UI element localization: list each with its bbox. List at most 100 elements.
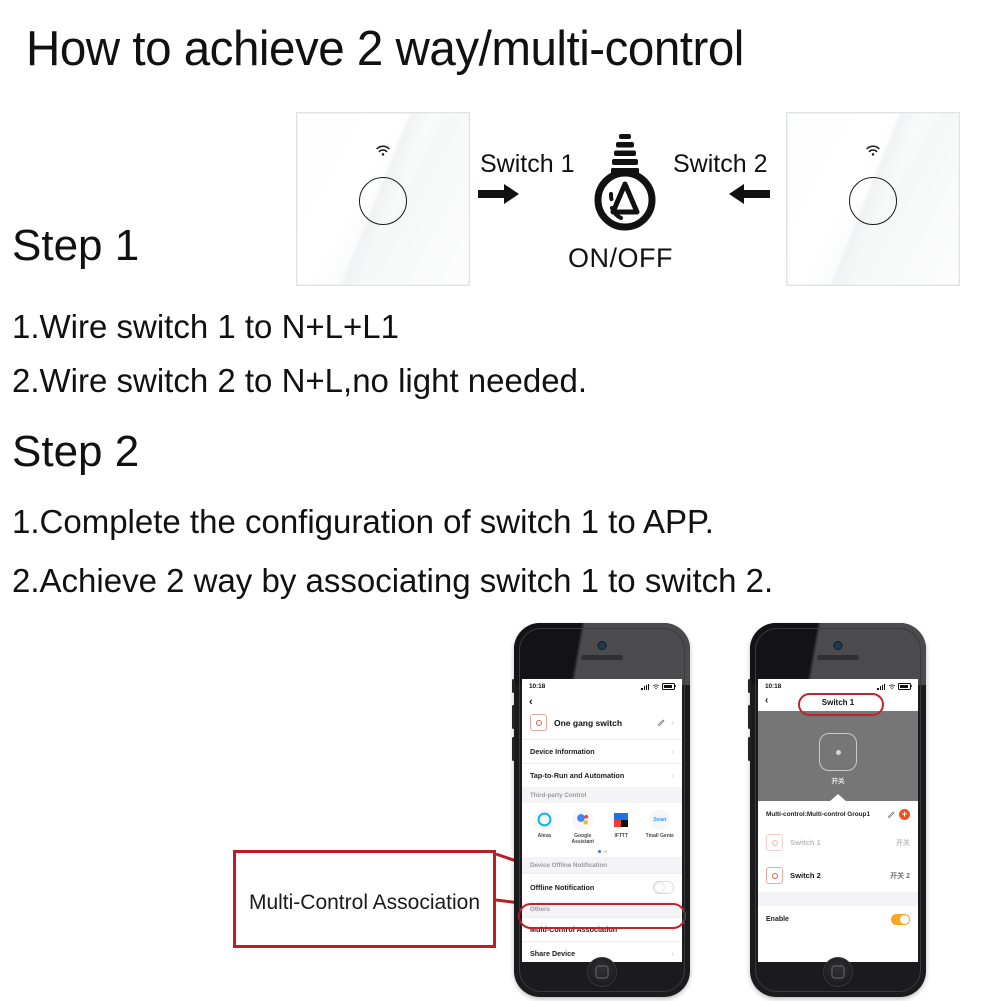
row-multi-control-association[interactable]: Multi-Control Association › <box>522 917 682 941</box>
row-share-device[interactable]: Share Device › <box>522 941 682 962</box>
row-tap-to-run-automation[interactable]: Tap-to-Run and Automation › <box>522 763 682 787</box>
phone-top-bezel <box>750 623 926 685</box>
pencil-icon[interactable] <box>887 810 895 819</box>
switch-device-icon <box>766 867 783 884</box>
third-party-label: Google Assistant <box>571 833 594 845</box>
third-party-grid: Alexa Google Assistant IFTTT Smar <box>522 803 682 847</box>
offline-notification-toggle[interactable] <box>653 881 674 894</box>
battery-icon <box>898 682 913 691</box>
sheet-divider <box>758 892 918 906</box>
diagram-switch-1-label: Switch 1 <box>480 150 575 178</box>
home-square-icon <box>831 965 845 979</box>
volume-down-button[interactable] <box>512 737 515 761</box>
tmall-genie-icon: Smart <box>649 809 671 830</box>
wifi-icon <box>376 145 390 156</box>
row-offline-notification[interactable]: Offline Notification <box>522 873 682 901</box>
others-header: Others <box>522 901 682 917</box>
switch-device-icon <box>766 834 783 851</box>
pencil-icon[interactable] <box>657 718 665 727</box>
signal-bars-icon <box>641 683 649 690</box>
third-party-label: IFTTT <box>614 833 629 839</box>
multi-control-device-row-1[interactable]: Switch 1 开关 <box>758 826 918 859</box>
step-2-heading: Step 2 <box>12 427 140 476</box>
switch-tile-label: 开关 <box>831 778 845 785</box>
chevron-right-icon: › <box>671 924 675 934</box>
multi-control-group-row[interactable]: Multi-control:Multi-control Group1 + <box>758 801 918 826</box>
phone-top-bezel <box>514 623 690 685</box>
device-name: Switch 2 <box>790 871 821 880</box>
multi-control-sheet: Multi-control:Multi-control Group1 + Swi… <box>758 794 918 933</box>
page-title: How to achieve 2 way/multi-control <box>26 22 744 76</box>
volume-down-button[interactable] <box>748 737 751 761</box>
statusbar-time: 10:18 <box>529 683 546 690</box>
phone-1-screen: 10:18 ‹ One gang switch <box>522 679 682 962</box>
chevron-right-icon: › <box>671 770 675 780</box>
callout-label: Multi-Control Association <box>248 891 481 914</box>
phone-2-statusbar: 10:18 <box>758 679 918 694</box>
switch-tile-icon[interactable] <box>819 733 857 771</box>
enable-row[interactable]: Enable <box>758 906 918 933</box>
phone-1-statusbar: 10:18 <box>522 679 682 694</box>
statusbar-time: 10:18 <box>765 683 782 690</box>
wifi-icon <box>652 683 659 689</box>
ifttt-icon <box>611 809 632 830</box>
sheet-caret-icon <box>829 794 847 802</box>
arrow-left-icon <box>729 184 770 204</box>
light-bulb-icon <box>594 134 656 231</box>
third-party-item-tmall-genie[interactable]: Smart Tmall Genie <box>641 809 680 845</box>
wifi-icon <box>888 683 895 689</box>
row-device-information[interactable]: Device Information › <box>522 739 682 763</box>
back-chevron-icon[interactable]: ‹ <box>765 695 769 706</box>
third-party-item-google-assistant[interactable]: Google Assistant <box>564 809 603 845</box>
volume-up-button[interactable] <box>512 705 515 729</box>
chevron-right-icon: › <box>671 717 675 727</box>
nav-title: Switch 1 <box>821 698 855 707</box>
row-label: Tap-to-Run and Automation <box>530 771 625 780</box>
diagram-switch-2-label: Switch 2 <box>673 150 768 178</box>
arrow-right-icon <box>478 184 519 204</box>
page-dots[interactable] <box>522 847 682 857</box>
phone-mockup-1: 10:18 ‹ One gang switch <box>512 623 690 997</box>
third-party-item-ifttt[interactable]: IFTTT <box>602 809 641 845</box>
chevron-right-icon: › <box>671 746 675 756</box>
device-subtitle: 开关 <box>896 839 910 847</box>
volume-up-button[interactable] <box>748 705 751 729</box>
mute-switch[interactable] <box>748 679 751 693</box>
chevron-right-icon: › <box>671 948 675 958</box>
google-assistant-icon <box>572 809 594 830</box>
device-name: Switch 1 <box>790 838 821 847</box>
earpiece-speaker <box>581 655 623 660</box>
step-2-line-1: 1.Complete the configuration of switch 1… <box>12 503 714 540</box>
phone-2-screen: 10:18 ‹ Switch 1 <box>758 679 918 962</box>
row-label: Offline Notification <box>530 883 595 892</box>
switch-touch-button-1[interactable] <box>359 177 407 225</box>
plus-icon[interactable]: + <box>899 809 910 820</box>
mute-switch[interactable] <box>512 679 515 693</box>
wall-switch-panel-2 <box>786 112 960 286</box>
multi-control-group-label: Multi-control:Multi-control Group1 <box>766 811 871 818</box>
phone-2-navbar: ‹ Switch 1 <box>758 694 918 711</box>
home-square-icon <box>595 965 609 979</box>
device-header-row[interactable]: One gang switch › <box>522 711 682 739</box>
third-party-label: Tmall Genie <box>645 833 674 839</box>
alexa-icon <box>533 809 555 830</box>
callout-box: Multi-Control Association <box>233 850 496 948</box>
signal-bars-icon <box>877 683 885 690</box>
home-button[interactable] <box>823 957 853 987</box>
back-chevron-icon[interactable]: ‹ <box>529 696 533 708</box>
step-1-heading: Step 1 <box>12 221 140 270</box>
third-party-item-alexa[interactable]: Alexa <box>525 809 564 845</box>
third-party-label: Alexa <box>537 833 551 839</box>
multi-control-device-row-2[interactable]: Switch 2 开关 2 <box>758 859 918 892</box>
step-2-line-2: 2.Achieve 2 way by associating switch 1 … <box>12 562 774 599</box>
home-button[interactable] <box>587 957 617 987</box>
row-label: Share Device <box>530 949 576 958</box>
switch-touch-button-2[interactable] <box>849 177 897 225</box>
row-label: Device Information <box>530 747 595 756</box>
step-1-line-1: 1.Wire switch 1 to N+L+L1 <box>12 308 400 345</box>
step-1-line-2: 2.Wire switch 2 to N+L,no light needed. <box>12 362 588 399</box>
onoff-label: ON/OFF <box>568 243 673 273</box>
enable-toggle[interactable] <box>891 914 910 925</box>
enable-label: Enable <box>766 916 789 923</box>
